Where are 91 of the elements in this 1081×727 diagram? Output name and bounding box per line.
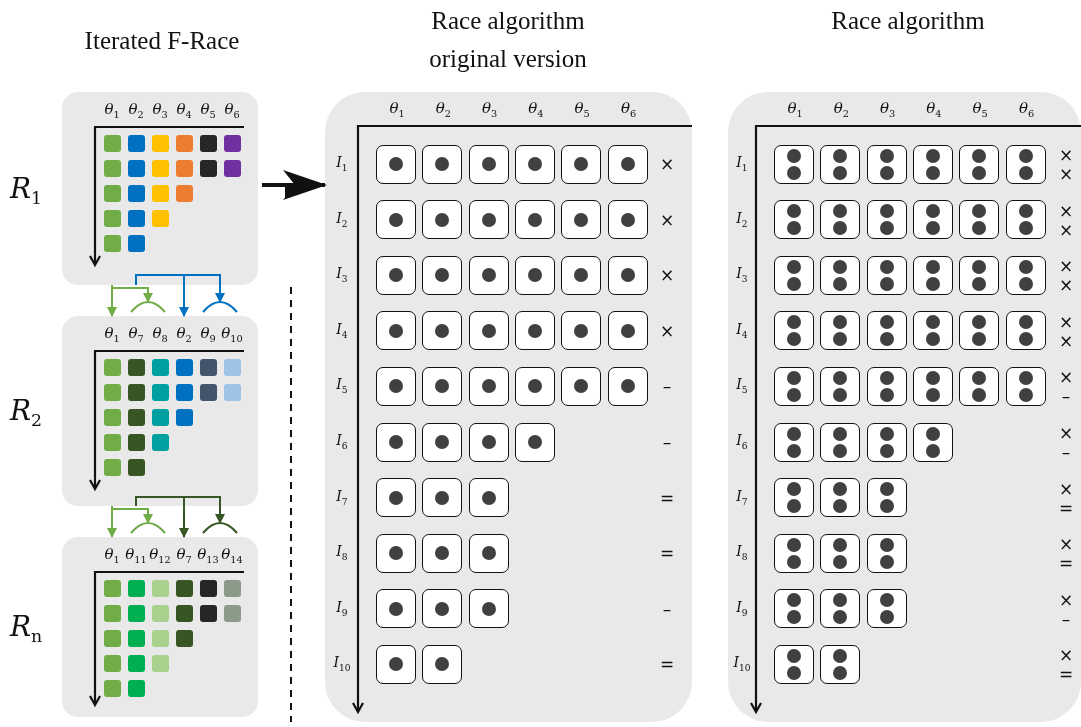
parameter-label: θ$_{11}$	[125, 547, 147, 565]
test-result-symbol: ×	[659, 211, 675, 229]
test-result-symbol: –	[662, 377, 672, 395]
test-result-symbol: ×	[1058, 146, 1074, 164]
instance-label: I$_{3}$	[336, 266, 348, 285]
round-label: R$_{1}$	[10, 174, 43, 207]
test-result-symbol: –	[1061, 443, 1071, 461]
test-result-symbol: ×	[1058, 368, 1074, 386]
round-label: R$_{2}$	[10, 396, 43, 430]
instance-label: I$_{1}$	[736, 155, 748, 173]
instance-label: I$_{7}$	[736, 488, 748, 507]
instance-label: I$_{3}$	[736, 266, 748, 285]
instance-label: I$_{6}$	[736, 433, 748, 451]
test-result-symbol: –	[1061, 387, 1071, 405]
test-result-symbol: –	[1061, 610, 1071, 628]
test-result-symbol: –	[662, 433, 672, 451]
parameter-label: θ$_{9}$	[200, 326, 216, 344]
parameter-label: θ$_{4}$	[176, 102, 192, 120]
test-result-symbol: =	[659, 489, 675, 507]
test-result-symbol: ×	[1058, 332, 1074, 350]
parameter-label: θ$_{7}$	[176, 547, 192, 565]
instance-label: I$_{4}$	[336, 321, 348, 340]
column-heading: Race algorithm original version	[428, 6, 588, 74]
parameter-label: θ$_{1}$	[104, 547, 120, 565]
instance-label: I$_{2}$	[336, 210, 348, 229]
instance-label: I$_{6}$	[336, 433, 348, 451]
parameter-label: θ$_{4}$	[926, 101, 942, 119]
test-result-symbol: ×	[1058, 646, 1074, 664]
instance-label: I$_{5}$	[336, 377, 348, 396]
parameter-label: θ$_{7}$	[128, 326, 144, 344]
parameter-label: θ$_{8}$	[152, 326, 168, 344]
parameter-label: θ$_{5}$	[574, 101, 590, 119]
race-panel	[62, 92, 258, 285]
parameter-label: θ$_{13}$	[197, 547, 219, 565]
parameter-label: θ$_{2}$	[833, 101, 849, 119]
parameter-label: θ$_{1}$	[104, 102, 120, 120]
parameter-label: θ$_{3}$	[481, 101, 498, 119]
parameter-label: θ$_{5}$	[200, 102, 216, 120]
instance-label: I$_{10}$	[733, 655, 751, 674]
instance-label: I$_{10}$	[333, 655, 351, 674]
test-result-symbol: ×	[1058, 591, 1074, 609]
test-result-symbol: –	[662, 600, 672, 618]
arrow	[111, 505, 153, 524]
parameter-label: θ$_{2}$	[176, 326, 192, 344]
test-result-symbol: ×	[1058, 257, 1074, 275]
test-result-symbol: ×	[1058, 221, 1074, 239]
parameter-label: θ$_{2}$	[128, 102, 144, 120]
test-result-symbol: =	[1058, 554, 1074, 572]
parameter-label: θ$_{1}$	[389, 101, 405, 119]
test-result-symbol: =	[659, 544, 675, 562]
instance-label: I$_{8}$	[336, 544, 348, 563]
instance-label: I$_{9}$	[336, 599, 348, 618]
parameter-label: θ$_{1}$	[104, 326, 120, 344]
parameter-label: θ$_{4}$	[528, 101, 544, 119]
instance-label: I$_{8}$	[736, 544, 748, 563]
instance-label: I$_{1}$	[336, 155, 348, 173]
test-result-symbol: ×	[659, 322, 675, 340]
parameter-label: θ$_{3}$	[152, 102, 168, 120]
test-result-symbol: =	[659, 655, 675, 673]
parameter-label: θ$_{6}$	[224, 102, 240, 120]
parameter-label: θ$_{3}$	[879, 101, 896, 119]
test-result-symbol: ×	[659, 266, 675, 284]
test-result-symbol: ×	[659, 155, 675, 173]
test-result-symbol: ×	[1058, 535, 1074, 553]
column-heading: Race algorithm	[830, 6, 986, 36]
test-result-symbol: ×	[1058, 480, 1074, 498]
test-result-symbol: ×	[1058, 424, 1074, 442]
test-result-symbol: =	[1058, 499, 1074, 517]
test-result-symbol: ×	[1058, 313, 1074, 331]
arrow	[111, 284, 153, 303]
instance-label: I$_{2}$	[736, 210, 748, 229]
parameter-label: θ$_{5}$	[972, 101, 988, 119]
parameter-label: θ$_{12}$	[149, 547, 171, 565]
instance-label: I$_{7}$	[336, 488, 348, 507]
race-panel	[62, 316, 258, 506]
test-result-symbol: ×	[1058, 202, 1074, 220]
test-result-symbol: =	[1058, 665, 1074, 683]
parameter-label: θ$_{6}$	[620, 101, 637, 119]
test-result-symbol: ×	[1058, 165, 1074, 183]
parameter-label: θ$_{14}$	[221, 547, 243, 565]
column-heading: Iterated F-Race	[83, 26, 241, 56]
parameter-label: θ$_{6}$	[1018, 101, 1035, 119]
race-panel	[62, 537, 258, 717]
parameter-label: θ$_{10}$	[221, 326, 243, 344]
parameter-label: θ$_{1}$	[787, 101, 803, 119]
test-result-symbol: ×	[1058, 276, 1074, 294]
parameter-label: θ$_{2}$	[435, 101, 451, 119]
instance-label: I$_{5}$	[736, 377, 748, 396]
instance-label: I$_{9}$	[736, 599, 748, 618]
instance-label: I$_{4}$	[736, 321, 748, 340]
round-label: R$_{n}$	[10, 612, 43, 646]
